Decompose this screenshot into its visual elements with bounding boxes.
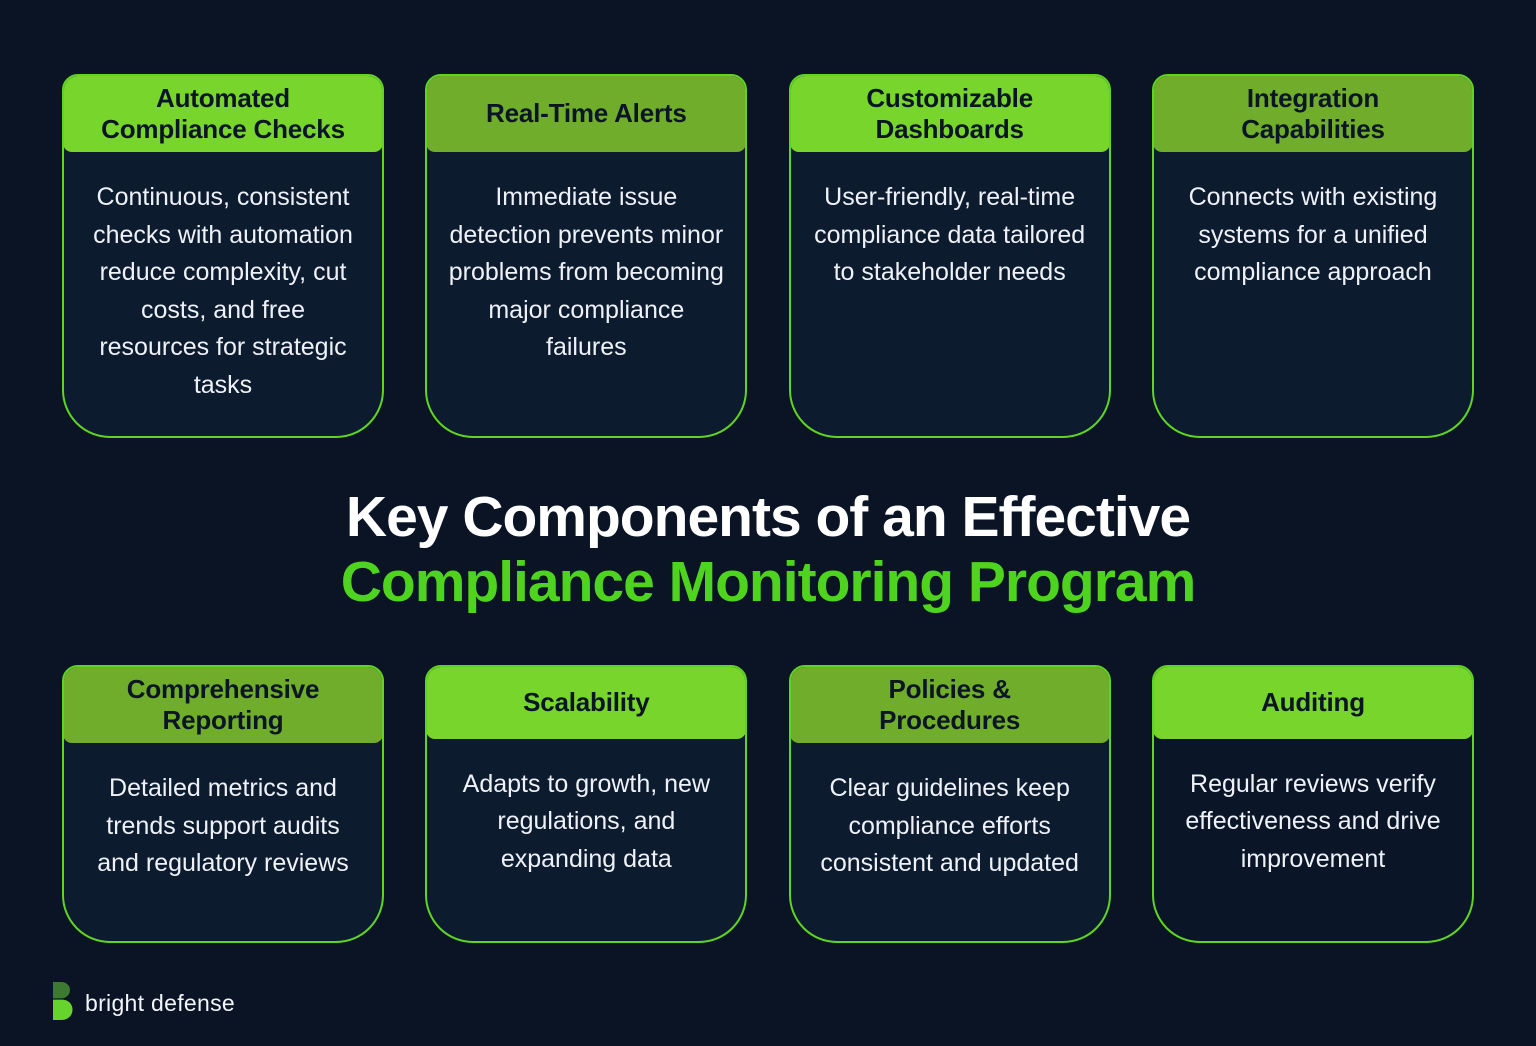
card: Integration Capabilities Connects with e… xyxy=(1151,74,1474,438)
card-body: Regular reviews verify effectiveness and… xyxy=(1154,739,1472,941)
card-description: Continuous, consistent checks with autom… xyxy=(93,183,353,399)
card-title: Comprehensive Reporting xyxy=(126,673,320,735)
card: Customizable Dashboards User-friendly, r… xyxy=(788,74,1111,438)
card-description: Detailed metrics and trends support audi… xyxy=(97,774,349,878)
card-header: Customizable Dashboards xyxy=(790,76,1109,153)
page-title-line1: Key Components of an Effective xyxy=(345,485,1191,549)
card: Real-Time Alerts Immediate issue detecti… xyxy=(425,74,748,438)
card-body: Clear guidelines keep compliance efforts… xyxy=(791,743,1109,941)
brand-name: bright defense xyxy=(85,990,235,1016)
card-header: Automated Compliance Checks xyxy=(64,76,382,153)
bright-defense-logomark-icon xyxy=(50,981,74,1026)
content: Automated Compliance Checks Continuous, … xyxy=(0,74,1536,943)
card-body: Immediate issue detection prevents minor… xyxy=(427,152,745,436)
card-title: Customizable Dashboards xyxy=(866,83,1033,144)
card-description: Immediate issue detection prevents minor… xyxy=(448,183,724,361)
card-title: Policies & Procedures xyxy=(879,673,1021,735)
card-description: Connects with existing systems for a uni… xyxy=(1188,183,1438,287)
brand-footer: bright defense xyxy=(50,981,235,1026)
card-title: Integration Capabilities xyxy=(1241,83,1385,144)
card-header: Auditing xyxy=(1153,666,1472,739)
page-title: Key Components of an Effective Complianc… xyxy=(0,485,1536,615)
card: Automated Compliance Checks Continuous, … xyxy=(62,74,384,438)
card-body: User-friendly, real-time compliance data… xyxy=(791,152,1109,436)
card: Scalability Adapts to growth, new regula… xyxy=(425,664,748,943)
card-header: Real-Time Alerts xyxy=(427,76,746,152)
card-body: Continuous, consistent checks with autom… xyxy=(64,152,382,436)
card-header: Policies & Procedures xyxy=(790,666,1109,744)
card-body: Detailed metrics and trends support audi… xyxy=(64,743,382,941)
card-description: Regular reviews verify effectiveness and… xyxy=(1185,769,1441,873)
card-title: Real-Time Alerts xyxy=(486,98,687,129)
card-body: Adapts to growth, new regulations, and e… xyxy=(427,739,745,941)
card-description: User-friendly, real-time compliance data… xyxy=(814,183,1086,287)
card-description: Clear guidelines keep compliance efforts… xyxy=(820,774,1079,878)
card-title: Auditing xyxy=(1261,687,1365,718)
page-title-line2: Compliance Monitoring Program xyxy=(340,549,1197,614)
card-header: Scalability xyxy=(427,666,746,739)
card-title: Scalability xyxy=(523,687,650,718)
bottom-row: Comprehensive Reporting Detailed metrics… xyxy=(0,664,1536,943)
card-header: Integration Capabilities xyxy=(1153,76,1472,153)
card-title: Automated Compliance Checks xyxy=(101,83,345,144)
card-body: Connects with existing systems for a uni… xyxy=(1154,152,1472,436)
card: Comprehensive Reporting Detailed metrics… xyxy=(62,664,384,943)
top-row: Automated Compliance Checks Continuous, … xyxy=(0,74,1536,438)
card-description: Adapts to growth, new regulations, and e… xyxy=(462,769,711,873)
card: Auditing Regular reviews verify effectiv… xyxy=(1151,664,1474,943)
card-header: Comprehensive Reporting xyxy=(64,666,382,744)
card: Policies & Procedures Clear guidelines k… xyxy=(788,664,1111,943)
